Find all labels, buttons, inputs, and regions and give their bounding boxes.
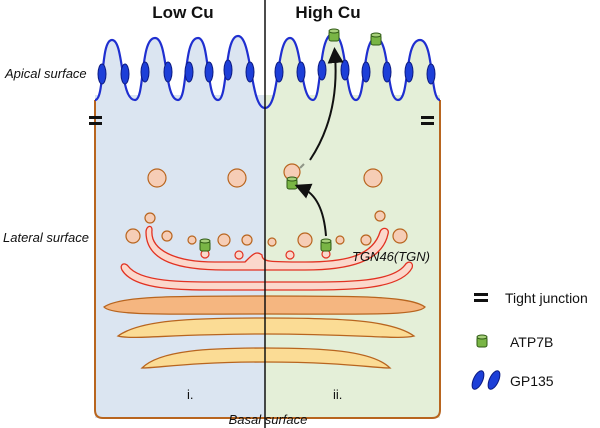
- title-low-cu: Low Cu: [152, 3, 213, 22]
- title-high-cu: High Cu: [295, 3, 360, 22]
- tgn-label: TGN46(TGN): [352, 249, 430, 264]
- apical-surface-label: Apical surface: [4, 66, 87, 81]
- legend-tight-junction-symbol: [474, 293, 488, 302]
- atp7b-apical-1: [328, 28, 340, 42]
- vesicles: [125, 163, 408, 248]
- panel-ii-label: ii.: [333, 387, 342, 402]
- legend-gp135-icon: [471, 370, 501, 390]
- arrow-vesicle-to-apical: [309, 47, 344, 161]
- legend-atp7b-icon: [476, 334, 488, 348]
- legend-gp135-label: GP135: [510, 373, 554, 389]
- tight-junction-left: [89, 116, 102, 125]
- atp7b-vesicle: [286, 176, 298, 190]
- atp7b-apical-2: [370, 32, 382, 46]
- basal-surface-label: Basal surface: [229, 412, 308, 427]
- tgn-cisternae: [120, 225, 414, 291]
- lateral-surface-label: Lateral surface: [3, 230, 89, 245]
- arrow-tgn-to-vesicle: [294, 183, 327, 237]
- panel-i-label: i.: [187, 387, 194, 402]
- legend-atp7b-label: ATP7B: [510, 334, 553, 350]
- legend: Tight junction ATP7B GP135: [471, 290, 588, 390]
- atp7b-tgn-low: [199, 238, 211, 252]
- tight-junction-right: [421, 116, 434, 125]
- atp7b-tgn-high: [320, 238, 332, 252]
- cell-outline: [94, 100, 441, 419]
- legend-tight-junction-label: Tight junction: [505, 290, 588, 306]
